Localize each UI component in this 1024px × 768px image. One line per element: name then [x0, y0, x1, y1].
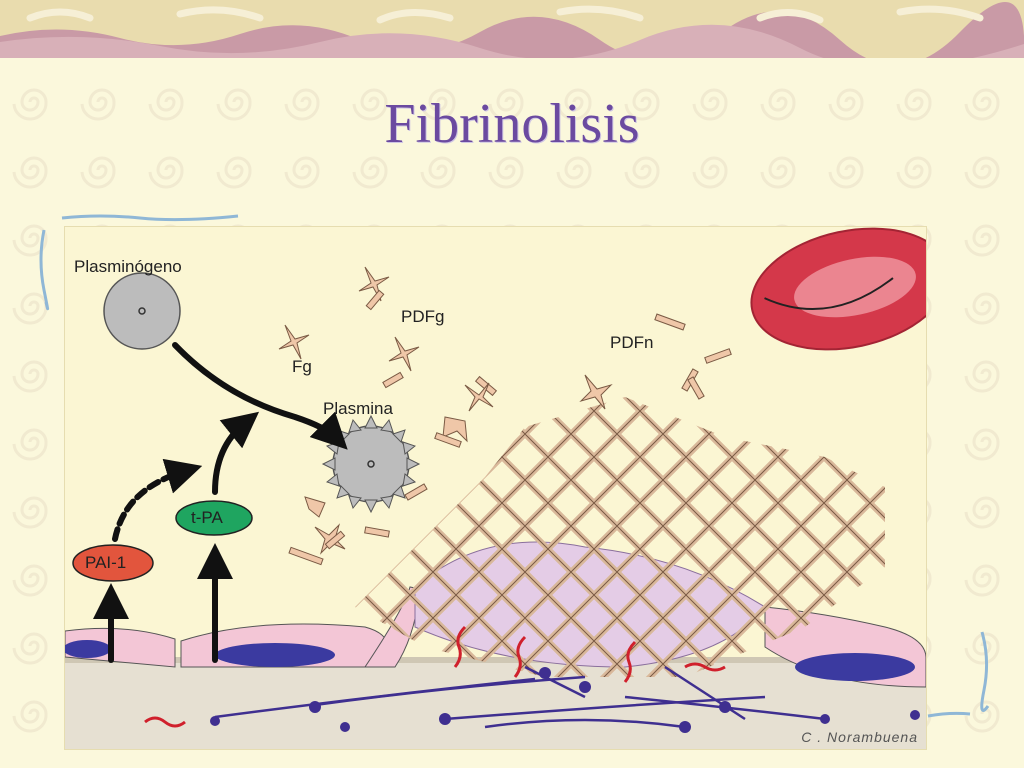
fibrinolysis-diagram: Plasminógeno Plasmina Fg PDFg PDFn t-PA …	[64, 226, 927, 750]
pai1-label: PAI-1	[85, 553, 127, 572]
pdfg-label: PDFg	[401, 307, 445, 326]
image-credit: C . Norambuena	[801, 729, 918, 745]
diagram-artwork	[65, 227, 926, 749]
tpa-label: t-PA	[191, 508, 223, 527]
plasminogen-label: Plasminógeno	[74, 257, 182, 276]
plasmin-label: Plasmina	[323, 399, 393, 418]
pdfn-label: PDFn	[610, 333, 654, 352]
slide-title: Fibrinolisis	[384, 93, 640, 155]
fg-label: Fg	[292, 357, 312, 376]
top-decorative-band	[0, 0, 1024, 58]
